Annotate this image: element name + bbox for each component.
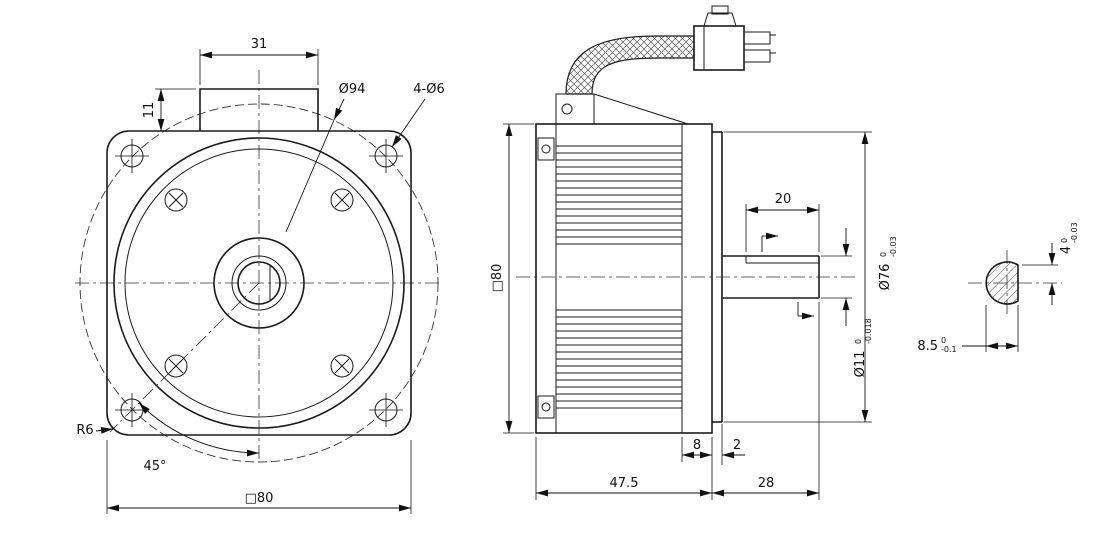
top-boss <box>199 88 319 131</box>
cable-gland <box>555 93 689 125</box>
d4-tol-upper: 0 <box>1060 238 1069 243</box>
dim-label-r6: R6 <box>76 423 93 438</box>
face-step-circle <box>124 148 394 418</box>
dim-label-8-5: 8.5 <box>917 339 938 354</box>
dim-label-d11: Ø11 <box>853 351 868 378</box>
dim-plate-and-pilot: 8 2 <box>681 424 745 465</box>
dim-flange-size: □80 <box>106 440 412 514</box>
dim-pilot-dia: Ø76 0 -0.03 <box>724 131 898 423</box>
dim-label-d76: Ø76 <box>878 264 893 291</box>
dim-label-45: 45° <box>143 459 166 474</box>
pilot-boss <box>712 131 723 423</box>
dim-shaft-dia: Ø11 0 -0.018 <box>821 228 873 377</box>
tie-rod-screws <box>537 137 555 419</box>
d85-tol-upper: 0 <box>941 336 946 345</box>
dim-label-4d6: 4-Ø6 <box>413 82 444 97</box>
braided-cable <box>565 35 695 95</box>
assembly-screws <box>164 188 354 378</box>
mounting-holes <box>115 139 403 427</box>
dim-boss-height: 11 <box>142 88 196 131</box>
d76-tol-upper: 0 <box>879 252 888 257</box>
shaft-cross-section <box>985 261 1019 305</box>
dim-label-2: 2 <box>733 438 741 453</box>
shaft-section-view: 8.5 0 -0.1 4 0 -0.03 <box>917 222 1079 354</box>
section-arrows <box>761 232 814 320</box>
d11-tol-lower: -0.018 <box>864 318 873 344</box>
dim-label-28: 28 <box>758 476 775 491</box>
side-view: □80 20 Ø76 0 -0.03 <box>490 5 898 500</box>
latch-tab <box>711 5 729 15</box>
pilot-circle <box>113 137 405 429</box>
leader-mount-holes: 4-Ø6 <box>391 82 445 148</box>
dim-label-20: 20 <box>775 192 792 207</box>
shaft-circle <box>237 261 281 305</box>
dim-label-sq80-front: □80 <box>245 491 274 506</box>
shaft <box>722 255 820 299</box>
connector-latch <box>703 12 737 27</box>
d85-tol-lower: -0.1 <box>941 345 957 354</box>
dim-label-sq80-side: □80 <box>490 264 505 293</box>
dim-flat-depth: 4 0 -0.03 <box>1022 222 1079 305</box>
d4-tol-lower: -0.03 <box>1070 222 1079 243</box>
d76-tol-lower: -0.03 <box>889 236 898 257</box>
dim-flat-length: 20 <box>745 192 820 252</box>
dim-label-31: 31 <box>251 37 268 52</box>
leader-bolt-circle: Ø94 <box>285 82 366 233</box>
dim-boss-width: 31 <box>199 37 319 85</box>
dim-label-47-5: 47.5 <box>610 476 639 491</box>
bolt-circle-94 <box>79 103 439 463</box>
front-45deg-centerline <box>109 282 260 433</box>
flange-outline <box>106 130 412 436</box>
lower-fins <box>556 309 682 409</box>
dim-label-8: 8 <box>693 438 701 453</box>
dim-label-4: 4 <box>1059 246 1074 254</box>
motor-body <box>535 123 713 434</box>
connector <box>693 5 776 71</box>
bearing-boss-circle <box>231 255 287 311</box>
dim-lengths: 47.5 28 <box>535 302 820 500</box>
dim-label-d94: Ø94 <box>339 82 366 97</box>
gland-bracket <box>593 93 689 125</box>
connector-pin-1 <box>743 31 771 45</box>
leader-corner-radius: R6 <box>76 423 114 438</box>
front-view: 31 11 Ø94 4-Ø6 R6 45° <box>75 37 445 514</box>
dim-label-11: 11 <box>142 102 157 119</box>
upper-fins <box>556 145 682 245</box>
dim-frame-size: □80 <box>490 123 534 434</box>
connector-pin-2 <box>743 49 771 63</box>
hub-circle <box>213 237 305 329</box>
dim-across-flat: 8.5 0 -0.1 <box>917 305 1019 354</box>
d11-tol-upper: 0 <box>854 339 863 344</box>
dim-screw-angle: 45° <box>138 402 260 474</box>
